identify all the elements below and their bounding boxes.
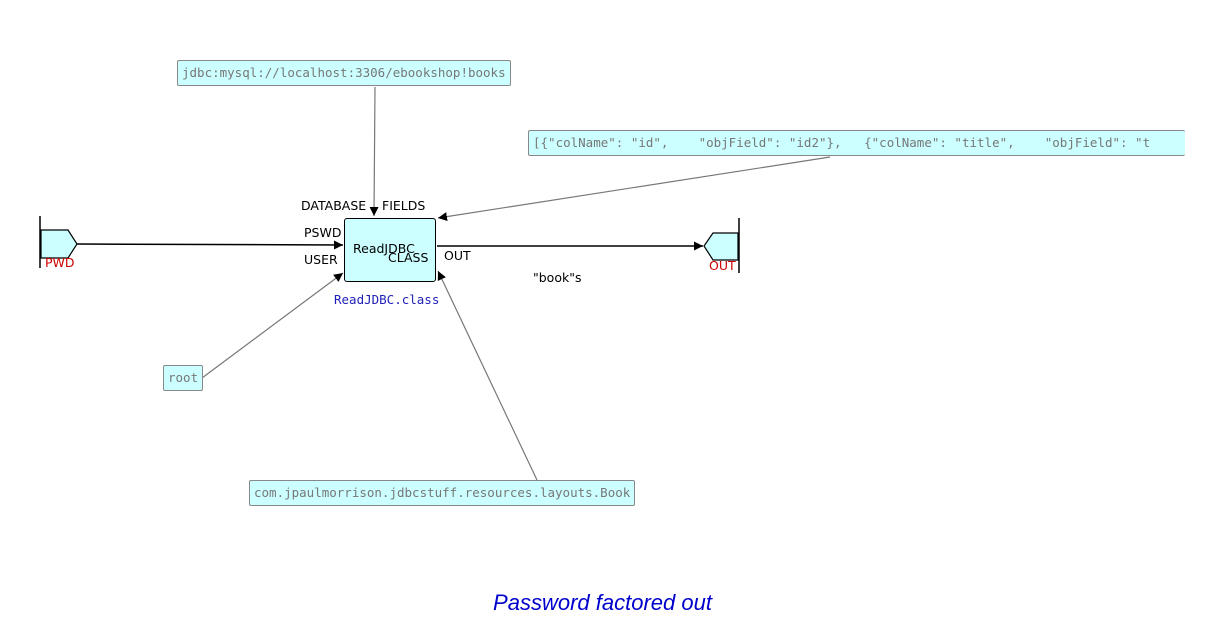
- class-iip-connector: [437, 270, 538, 481]
- diagram-caption: Password factored out: [493, 590, 712, 615]
- port-pswd-label: PSWD: [304, 225, 342, 240]
- external-input-port-shape[interactable]: [39, 216, 78, 268]
- process-class-label: ReadJDBC.class: [334, 292, 440, 307]
- port-out-label: OUT: [444, 248, 471, 263]
- external-input-label: PWD: [45, 255, 75, 270]
- class-iip[interactable]: com.jpaulmorrison.jdbcstuff.resources.la…: [249, 480, 636, 506]
- external-output-port-shape[interactable]: [703, 218, 740, 273]
- user-iip[interactable]: root: [163, 365, 204, 391]
- pwd-to-pswd-connector: [76, 240, 344, 250]
- database-iip-connector: [369, 86, 379, 217]
- process-name: ReadJDBC: [353, 241, 415, 256]
- connection-label: "book"s: [533, 270, 582, 285]
- port-user-label: USER: [304, 252, 338, 267]
- fields-iip[interactable]: [{"colName": "id", "objField": "id2"}, {…: [528, 130, 1185, 156]
- database-iip[interactable]: jdbc:mysql://localhost:3306/ebookshop!bo…: [177, 60, 511, 86]
- readjdbc-process-box[interactable]: [344, 218, 436, 282]
- external-output-label: OUT: [709, 258, 736, 273]
- port-database-label: DATABASE: [301, 198, 367, 213]
- user-iip-connector: [201, 272, 344, 379]
- port-fields-label: FIELDS: [382, 198, 426, 213]
- port-class-label: CLASS: [388, 250, 429, 265]
- fields-iip-connector: [437, 156, 831, 222]
